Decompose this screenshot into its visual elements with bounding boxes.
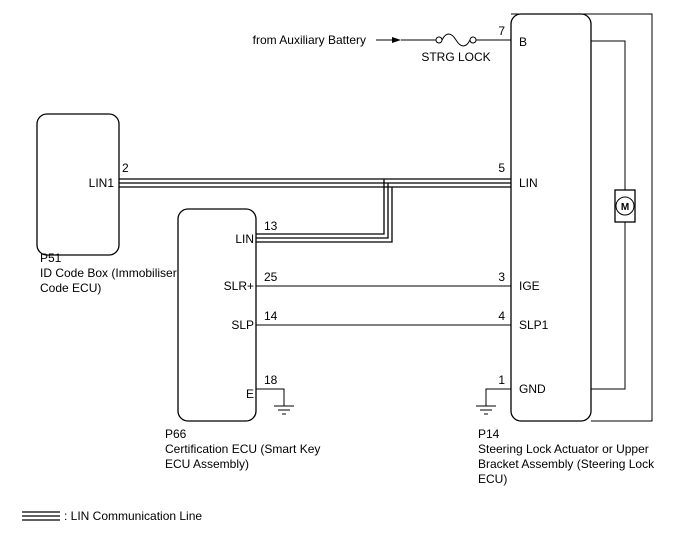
certification-ecu-name-line1: Certification ECU (Smart Key [165,442,320,456]
steering-lock-ref: P14 [478,427,500,441]
steering-lock-name-line1: Steering Lock Actuator or Upper [478,442,649,456]
terminal-lock-slp1-label: SLP1 [519,318,549,332]
steering-lock-box [510,13,592,422]
id-code-box [36,113,120,256]
legend-lin-symbol [22,511,60,521]
legend-label: : LIN Communication Line [64,509,202,523]
terminal-lock-b-label: B [519,35,527,49]
steering-lock-name-line2: Bracket Assembly (Steering Lock [478,457,655,471]
steering-lock-name-line3: ECU) [478,472,507,486]
terminal-slp-pin: 14 [264,309,278,323]
terminal-lock-ige-pin: 3 [498,270,505,284]
certification-ecu-name-line2: ECU Assembly) [165,457,249,471]
cert-ground-wire [256,388,285,406]
motor-icon [615,196,635,216]
certification-ecu-box [177,208,257,422]
id-code-box-name-line2: Code ECU) [40,281,101,295]
steering-lock-outer-frame [511,13,653,422]
terminal-lin1-label: LIN1 [89,176,115,190]
terminal-slp-label: SLP [231,318,254,332]
motor-wire-gnd [591,222,626,390]
id-code-box-name-line1: ID Code Box (Immobiliser [40,266,177,280]
id-code-box-ref: P51 [40,251,62,265]
fuse-terminal-right [469,36,477,44]
motor-wire-b [591,40,626,190]
terminal-lock-gnd-label: GND [519,382,546,396]
motor-symbol: M [621,202,629,213]
terminal-slr-label: SLR+ [224,279,254,293]
terminal-lock-ige-label: IGE [519,279,540,293]
ground-icon [476,405,496,415]
terminal-lock-b-pin: 7 [498,24,505,38]
fuse-icon [441,33,471,47]
terminal-lock-slp1-pin: 4 [498,309,505,323]
fuse-label: STRG LOCK [421,50,490,64]
terminal-lin1-pin: 2 [122,161,129,175]
certification-ecu-ref: P66 [165,427,187,441]
terminal-cert-lin-pin: 13 [264,219,278,233]
ground-icon [274,405,294,415]
terminal-cert-e-label: E [246,387,254,401]
terminal-lock-gnd-pin: 1 [498,373,505,387]
power-source-label: from Auxiliary Battery [253,33,366,47]
terminal-lock-lin-label: LIN [519,176,538,190]
lin-bus [119,178,511,243]
terminal-cert-lin-label: LIN [235,232,254,246]
fuse-terminal-left [435,36,443,44]
terminal-cert-e-pin: 18 [264,373,278,387]
arrow-right-icon [392,37,401,43]
lock-ground-wire [485,388,511,406]
terminal-lock-lin-pin: 5 [498,161,505,175]
terminal-slr-pin: 25 [264,270,278,284]
